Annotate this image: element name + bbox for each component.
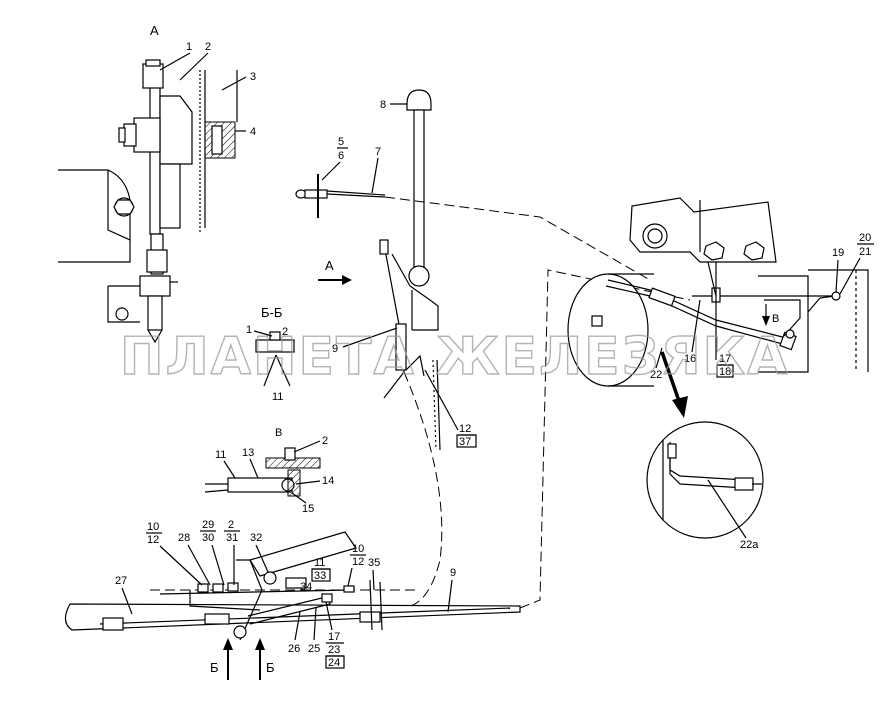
brake-handle-assembly: [295, 174, 386, 218]
svg-text:12: 12: [459, 423, 471, 435]
watermark: ПЛАНЕТА ЖЕЛЕЗЯКА: [120, 327, 789, 387]
svg-text:17: 17: [328, 631, 340, 643]
callout-8: 8: [380, 99, 386, 111]
svg-text:12: 12: [352, 556, 364, 568]
callout-7: 7: [375, 146, 381, 158]
callout-32: 32: [250, 532, 262, 544]
detail-22a: [646, 421, 764, 539]
callout-10-12-right: 10 12: [347, 543, 366, 587]
callout-5-6: 5 6: [321, 136, 348, 181]
callout-10-12-left: 10 12: [146, 521, 203, 586]
section-mark-right: Б: [255, 638, 275, 680]
svg-text:А: А: [325, 258, 334, 273]
svg-text:18: 18: [719, 366, 731, 378]
callout-29-30: 29 30: [200, 519, 225, 586]
callout-22: 22: [650, 369, 662, 381]
svg-text:6: 6: [338, 150, 344, 162]
svg-text:В: В: [275, 427, 282, 439]
view-a-label: А: [150, 23, 159, 38]
svg-text:29: 29: [202, 519, 214, 531]
callout-2-31: 2 31: [224, 519, 240, 585]
svg-text:10: 10: [147, 521, 159, 533]
callout-14: 14: [322, 475, 334, 487]
view-v-arrow: В: [772, 313, 779, 325]
callout-15: 15: [302, 503, 314, 515]
callout-22a: 22а: [740, 539, 759, 551]
svg-text:Б: Б: [266, 660, 275, 675]
section-bb: Б-Б: [255, 305, 295, 387]
callout-27: 27: [115, 575, 127, 587]
callout-9-lower: 9: [450, 567, 456, 579]
view-v-detail: В: [204, 427, 321, 497]
callout-34: 34: [300, 581, 312, 593]
svg-text:33: 33: [314, 570, 326, 582]
svg-text:11: 11: [314, 557, 325, 569]
callout-11-v: 11: [215, 449, 226, 461]
svg-text:30: 30: [202, 532, 214, 544]
svg-text:31: 31: [226, 532, 238, 544]
callout-4: 4: [250, 126, 256, 138]
callout-20-21: 20 21: [839, 232, 874, 295]
detail-arrow: [660, 351, 688, 418]
pedal-assembly: [64, 531, 521, 641]
svg-text:12: 12: [147, 534, 159, 546]
svg-text:2: 2: [228, 519, 234, 531]
callout-3: 3: [250, 71, 256, 83]
callout-19: 19: [832, 247, 844, 259]
callout-2-v: 2: [322, 435, 328, 447]
callout-2: 2: [205, 41, 211, 53]
callout-16: 16: [684, 353, 696, 365]
svg-text:24: 24: [328, 657, 340, 669]
svg-text:23: 23: [328, 644, 340, 656]
brake-lever: [379, 89, 441, 451]
svg-text:Б: Б: [210, 660, 219, 675]
right-brake-assembly: В: [567, 197, 869, 387]
callout-12-37: 12 37: [424, 369, 477, 448]
callout-35: 35: [368, 557, 380, 569]
svg-text:10: 10: [352, 543, 364, 555]
callout-1-bb: 1: [246, 324, 252, 336]
callout-17-18: 17 18: [716, 353, 734, 378]
svg-text:37: 37: [459, 436, 471, 448]
callout-13: 13: [242, 447, 254, 459]
callout-28: 28: [178, 532, 190, 544]
callout-26: 26: [288, 643, 300, 655]
callout-9-upper: 9: [332, 343, 338, 355]
svg-text:17: 17: [719, 353, 731, 365]
view-a-arrow: А: [318, 258, 352, 285]
callout-25: 25: [308, 643, 320, 655]
view-a-assembly: [58, 59, 238, 344]
callout-11-33: 11 33: [311, 557, 331, 582]
callout-17-23-24: 17 23 24: [325, 601, 345, 669]
svg-text:20: 20: [859, 232, 871, 244]
callout-2-bb: 2: [282, 326, 288, 338]
svg-text:21: 21: [859, 246, 871, 258]
section-mark-left: Б: [210, 638, 233, 680]
svg-text:Б-Б: Б-Б: [261, 305, 282, 320]
callout-1: 1: [186, 41, 192, 53]
cable-routing: [384, 196, 691, 609]
callout-11-bb: 11: [272, 391, 283, 403]
svg-text:5: 5: [338, 136, 344, 148]
